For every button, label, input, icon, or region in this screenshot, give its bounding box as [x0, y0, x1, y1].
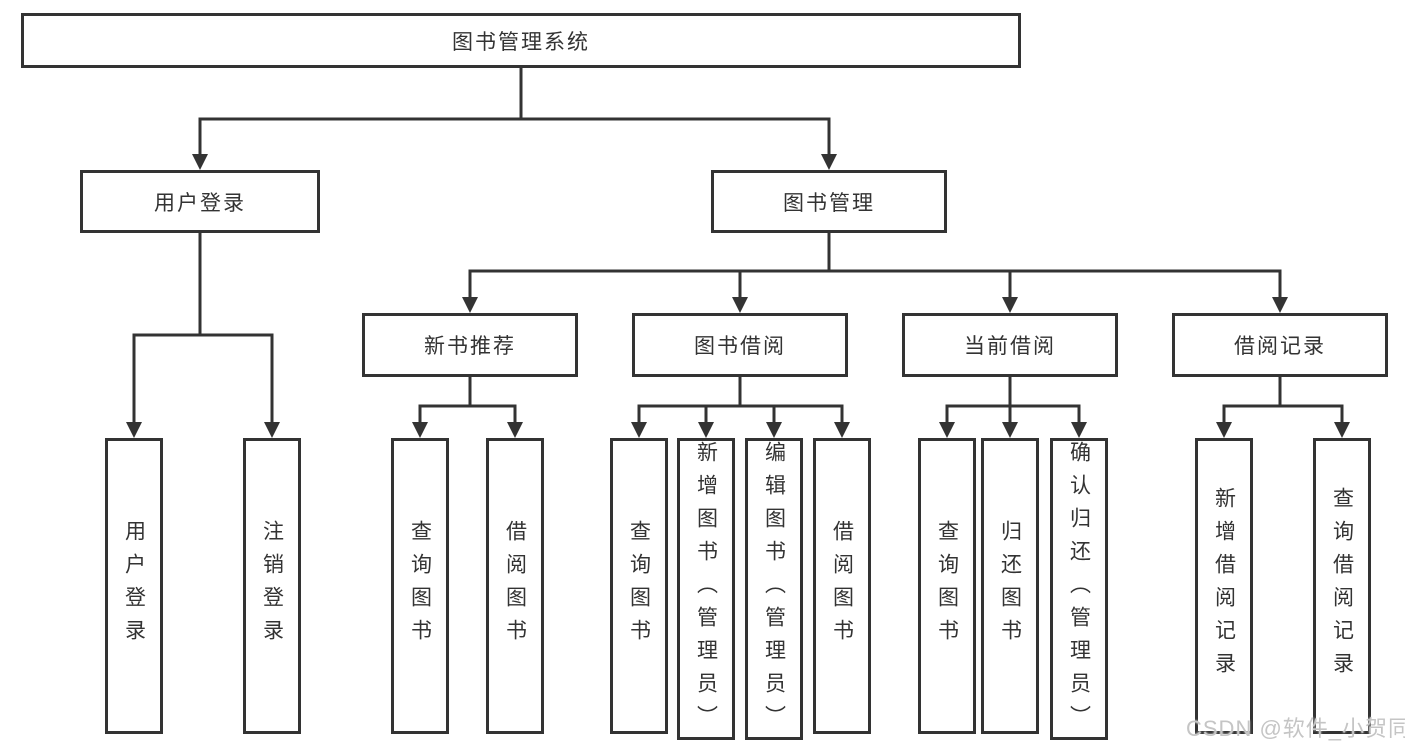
- node-new-book-recommend: 新书推荐: [362, 313, 578, 377]
- csdn-watermark: CSDN @软件_小贺同学: [1186, 716, 1405, 741]
- node-nb-query-book-label: 查询图书: [408, 520, 432, 652]
- node-cb-query-book-label: 查询图书: [935, 520, 959, 652]
- node-logout-label: 注销登录: [260, 520, 284, 652]
- node-bb-add-book-admin-label: 新增图书（管理员）: [694, 441, 718, 738]
- node-book-borrowing: 图书借阅: [632, 313, 848, 377]
- node-current-borrowing-label: 当前借阅: [964, 335, 1056, 358]
- node-login: 用户登录: [105, 438, 163, 734]
- node-book-management-label: 图书管理: [783, 191, 875, 215]
- node-nb-query-book: 查询图书: [391, 438, 449, 734]
- node-current-borrowing: 当前借阅: [902, 313, 1118, 377]
- node-user-login-label: 用户登录: [154, 191, 246, 215]
- node-bb-borrow-book-label: 借阅图书: [830, 520, 854, 652]
- node-book-borrowing-label: 图书借阅: [694, 335, 786, 358]
- node-borrowing-records: 借阅记录: [1172, 313, 1388, 377]
- node-br-add-record: 新增借阅记录: [1195, 438, 1253, 734]
- node-new-book-recommend-label: 新书推荐: [424, 335, 516, 358]
- node-login-label: 用户登录: [122, 520, 146, 652]
- node-bb-query-book-label: 查询图书: [627, 520, 651, 652]
- node-root: 图书管理系统: [21, 13, 1021, 68]
- node-cb-confirm-return-admin: 确认归还（管理员）: [1050, 438, 1108, 740]
- node-br-add-record-label: 新增借阅记录: [1212, 487, 1236, 685]
- node-root-label: 图书管理系统: [452, 30, 590, 54]
- node-cb-query-book: 查询图书: [918, 438, 976, 734]
- connector-segments: [132, 66, 1344, 426]
- node-cb-confirm-return-admin-label: 确认归还（管理员）: [1067, 441, 1091, 738]
- node-nb-borrow-book-label: 借阅图书: [503, 520, 527, 652]
- node-logout: 注销登录: [243, 438, 301, 734]
- node-bb-borrow-book: 借阅图书: [813, 438, 871, 734]
- node-nb-borrow-book: 借阅图书: [486, 438, 544, 734]
- node-book-management: 图书管理: [711, 170, 947, 233]
- node-br-query-record-label: 查询借阅记录: [1330, 487, 1354, 685]
- node-bb-edit-book-admin-label: 编辑图书（管理员）: [762, 441, 786, 738]
- node-borrowing-records-label: 借阅记录: [1234, 335, 1326, 358]
- node-bb-edit-book-admin: 编辑图书（管理员）: [745, 438, 803, 740]
- node-bb-add-book-admin: 新增图书（管理员）: [677, 438, 735, 740]
- node-cb-return-book-label: 归还图书: [998, 520, 1022, 652]
- node-cb-return-book: 归还图书: [981, 438, 1039, 734]
- node-br-query-record: 查询借阅记录: [1313, 438, 1371, 734]
- node-user-login: 用户登录: [80, 170, 320, 233]
- node-bb-query-book: 查询图书: [610, 438, 668, 734]
